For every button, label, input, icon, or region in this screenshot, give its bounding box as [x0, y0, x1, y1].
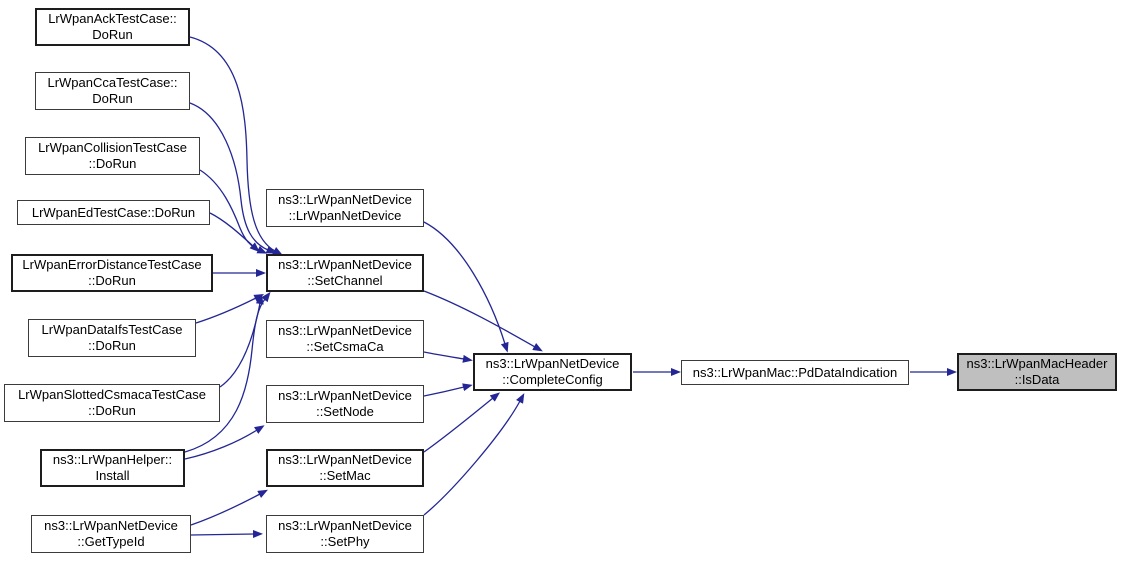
edge-install-to-setnode: [184, 425, 265, 460]
edge-setcsmaca-to-completeconfig: [423, 351, 473, 363]
edge-dataifs-dorun-to-setchannel: [195, 293, 265, 324]
node-label: LrWpanErrorDistanceTestCase: [22, 257, 202, 272]
node-lrwpanmacheader-isdata-current: ns3::LrWpanMacHeader ::IsData: [957, 353, 1117, 391]
node-label: DoRun: [92, 27, 133, 42]
edge-cca-dorun-to-setchannel: [189, 102, 277, 254]
node-lrwpandataifstestcase-dorun[interactable]: LrWpanDataIfsTestCase ::DoRun: [28, 319, 196, 357]
edge-setmac-to-completeconfig: [423, 392, 500, 453]
edge-install-to-setchannel: [184, 291, 271, 453]
node-label: ::SetMac: [319, 468, 371, 483]
node-label: ::DoRun: [88, 156, 137, 171]
node-label: LrWpanSlottedCsmacaTestCase: [18, 387, 206, 402]
node-lrwpannetdevice-setnode[interactable]: ns3::LrWpanNetDevice ::SetNode: [266, 385, 424, 423]
node-label: ::SetPhy: [320, 534, 370, 549]
node-label: ::SetCsmaCa: [306, 339, 384, 354]
node-lrwpanedtestcase-dorun[interactable]: LrWpanEdTestCase::DoRun: [17, 200, 210, 225]
node-label: ns3::LrWpanNetDevice: [278, 192, 412, 207]
node-lrwpancollisiontestcase-dorun[interactable]: LrWpanCollisionTestCase ::DoRun: [25, 137, 200, 175]
node-label: ns3::LrWpanNetDevice: [44, 518, 178, 533]
edge-ack-dorun-to-setchannel: [189, 36, 283, 256]
edge-setchannel-to-completeconfig: [423, 290, 543, 352]
node-label: ns3::LrWpanNetDevice: [278, 452, 412, 467]
node-lrwpannetdevice-setphy[interactable]: ns3::LrWpanNetDevice ::SetPhy: [266, 515, 424, 553]
node-label: ::DoRun: [88, 273, 136, 288]
node-lrwpanacktestcase-dorun[interactable]: LrWpanAckTestCase:: DoRun: [35, 8, 190, 46]
edge-ctor-to-completeconfig: [423, 221, 509, 353]
node-label: ns3::LrWpanNetDevice: [278, 323, 412, 338]
edge-gettypeid-to-setphy: [190, 530, 263, 539]
node-lrwpanccatestcase-dorun[interactable]: LrWpanCcaTestCase:: DoRun: [35, 72, 190, 110]
node-lrwpannetdevice-setmac[interactable]: ns3::LrWpanNetDevice ::SetMac: [266, 449, 424, 487]
node-lrwpannetdevice-constructor[interactable]: ns3::LrWpanNetDevice ::LrWpanNetDevice: [266, 189, 424, 227]
node-label: ::DoRun: [88, 403, 136, 418]
node-lrwpannetdevice-setchannel[interactable]: ns3::LrWpanNetDevice ::SetChannel: [266, 254, 424, 292]
node-label: LrWpanAckTestCase::: [48, 11, 177, 26]
node-lrwpannetdevice-setcsmaca[interactable]: ns3::LrWpanNetDevice ::SetCsmaCa: [266, 320, 424, 358]
node-label: DoRun: [92, 91, 133, 106]
node-label: Install: [95, 468, 130, 483]
node-label: ::SetNode: [316, 404, 374, 419]
node-lrwpanhelper-install[interactable]: ns3::LrWpanHelper:: Install: [40, 449, 185, 487]
node-lrwpannetdevice-completeconfig[interactable]: ns3::LrWpanNetDevice ::CompleteConfig: [473, 353, 632, 391]
node-lrwpanslottedcsmacatestcase-dorun[interactable]: LrWpanSlottedCsmacaTestCase ::DoRun: [4, 384, 220, 422]
node-label: ::LrWpanNetDevice: [288, 208, 402, 223]
edge-setnode-to-completeconfig: [423, 383, 473, 397]
edge-ed-dorun-to-setchannel: [209, 212, 260, 253]
node-lrwpanmac-pddataindication[interactable]: ns3::LrWpanMac::PdDataIndication: [681, 360, 909, 385]
node-label: ns3::LrWpanHelper::: [52, 452, 173, 467]
node-label: ::GetTypeId: [77, 534, 145, 549]
node-label: ns3::LrWpanNetDevice: [278, 257, 412, 272]
edge-setphy-to-completeconfig: [423, 393, 525, 516]
node-label: LrWpanEdTestCase::DoRun: [31, 204, 196, 220]
node-label: ns3::LrWpanMacHeader: [966, 356, 1108, 371]
node-label: ns3::LrWpanNetDevice: [278, 388, 412, 403]
node-label: LrWpanCcaTestCase::: [47, 75, 178, 90]
node-label: ::CompleteConfig: [502, 372, 603, 387]
node-label: ns3::LrWpanNetDevice: [278, 518, 412, 533]
node-lrwpannetdevice-gettypeid[interactable]: ns3::LrWpanNetDevice ::GetTypeId: [31, 515, 191, 553]
node-label: ::IsData: [1014, 372, 1060, 387]
edge-slottedcsmaca-dorun-to-setchannel: [219, 294, 264, 388]
node-label: ::DoRun: [88, 338, 136, 353]
node-label: LrWpanDataIfsTestCase: [41, 322, 183, 337]
node-label: ns3::LrWpanMac::PdDataIndication: [692, 364, 898, 380]
node-lrwpanerrordistancetestcase-dorun[interactable]: LrWpanErrorDistanceTestCase ::DoRun: [11, 254, 213, 292]
edge-gettypeid-to-setmac: [190, 489, 268, 526]
node-label: LrWpanCollisionTestCase: [38, 140, 187, 155]
node-label: ns3::LrWpanNetDevice: [485, 356, 620, 371]
node-label: ::SetChannel: [307, 273, 383, 288]
